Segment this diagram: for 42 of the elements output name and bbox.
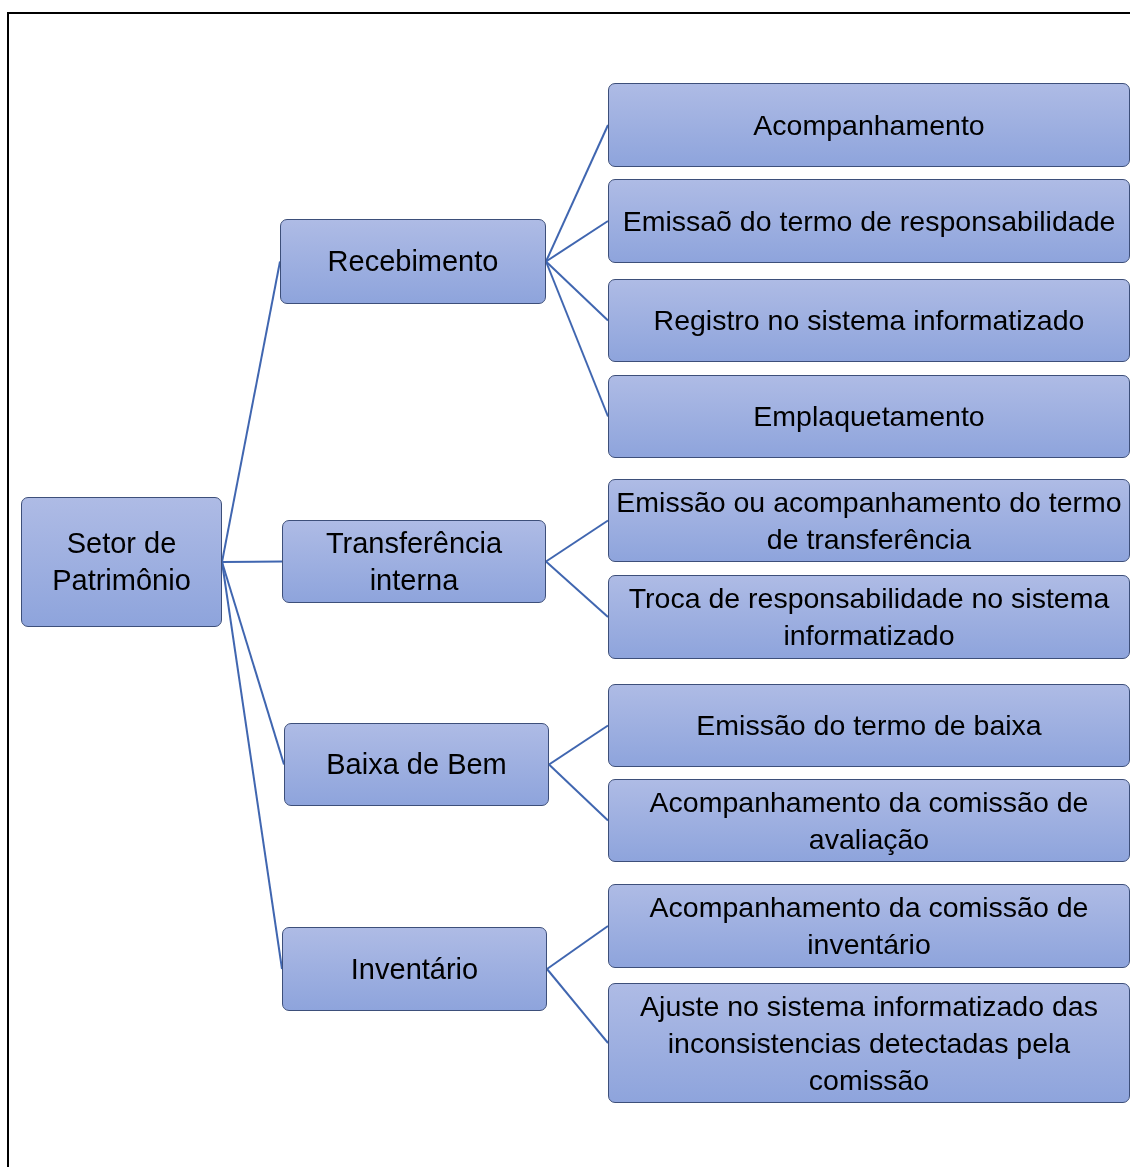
box-label: Setor de Patrimônio — [51, 526, 192, 598]
box-label: Recebimento — [327, 244, 499, 279]
connector-line — [545, 560, 609, 618]
box-label: Acompanhamento da comissão de avaliação — [648, 784, 1090, 857]
connector-line — [545, 519, 609, 563]
box-label: Baixa de Bem — [326, 747, 507, 782]
box-label: Acompanhamento da comissão de inventário — [648, 890, 1090, 962]
connector-line — [545, 124, 609, 263]
task-box — [608, 983, 1130, 1103]
box-label: Troca de responsabilidade no sistema informatizado — [627, 581, 1111, 653]
category-box — [282, 927, 547, 1011]
connector-line — [221, 260, 281, 563]
root-box — [21, 497, 222, 627]
task-box — [608, 375, 1130, 458]
task-box — [608, 179, 1130, 263]
connector-line — [548, 724, 609, 766]
category-box — [284, 723, 549, 806]
connector-line — [548, 763, 609, 822]
category-box — [282, 520, 546, 603]
box-label: Ajuste no sistema informatizado das inconsistencias detectadas pela comissão — [639, 988, 1099, 1098]
connector-line — [546, 968, 609, 1044]
task-box — [608, 83, 1130, 167]
task-box — [608, 779, 1130, 862]
box-label: Registro no sistema informatizado — [653, 303, 1085, 338]
connector-line — [221, 561, 283, 970]
connector-line — [545, 220, 609, 263]
connector-line — [221, 561, 285, 766]
task-box — [608, 684, 1130, 767]
category-box — [280, 219, 546, 304]
box-label: Emissão do termo de baixa — [696, 708, 1042, 743]
box-label: Emissaõ do termo de responsabilidade — [622, 203, 1116, 239]
box-label: Inventário — [350, 951, 479, 987]
connector-line — [545, 260, 609, 322]
box-label: Emissão ou acompanhamento do termo de transferência — [615, 484, 1123, 557]
task-box — [608, 575, 1130, 659]
connector-line — [221, 560, 283, 563]
box-label: Acompanhamento — [753, 107, 985, 143]
box-label: Transferência interna — [324, 525, 504, 598]
task-box — [608, 884, 1130, 968]
task-box — [608, 279, 1130, 362]
connector-line — [546, 925, 609, 970]
box-label: Emplaquetamento — [753, 399, 985, 434]
